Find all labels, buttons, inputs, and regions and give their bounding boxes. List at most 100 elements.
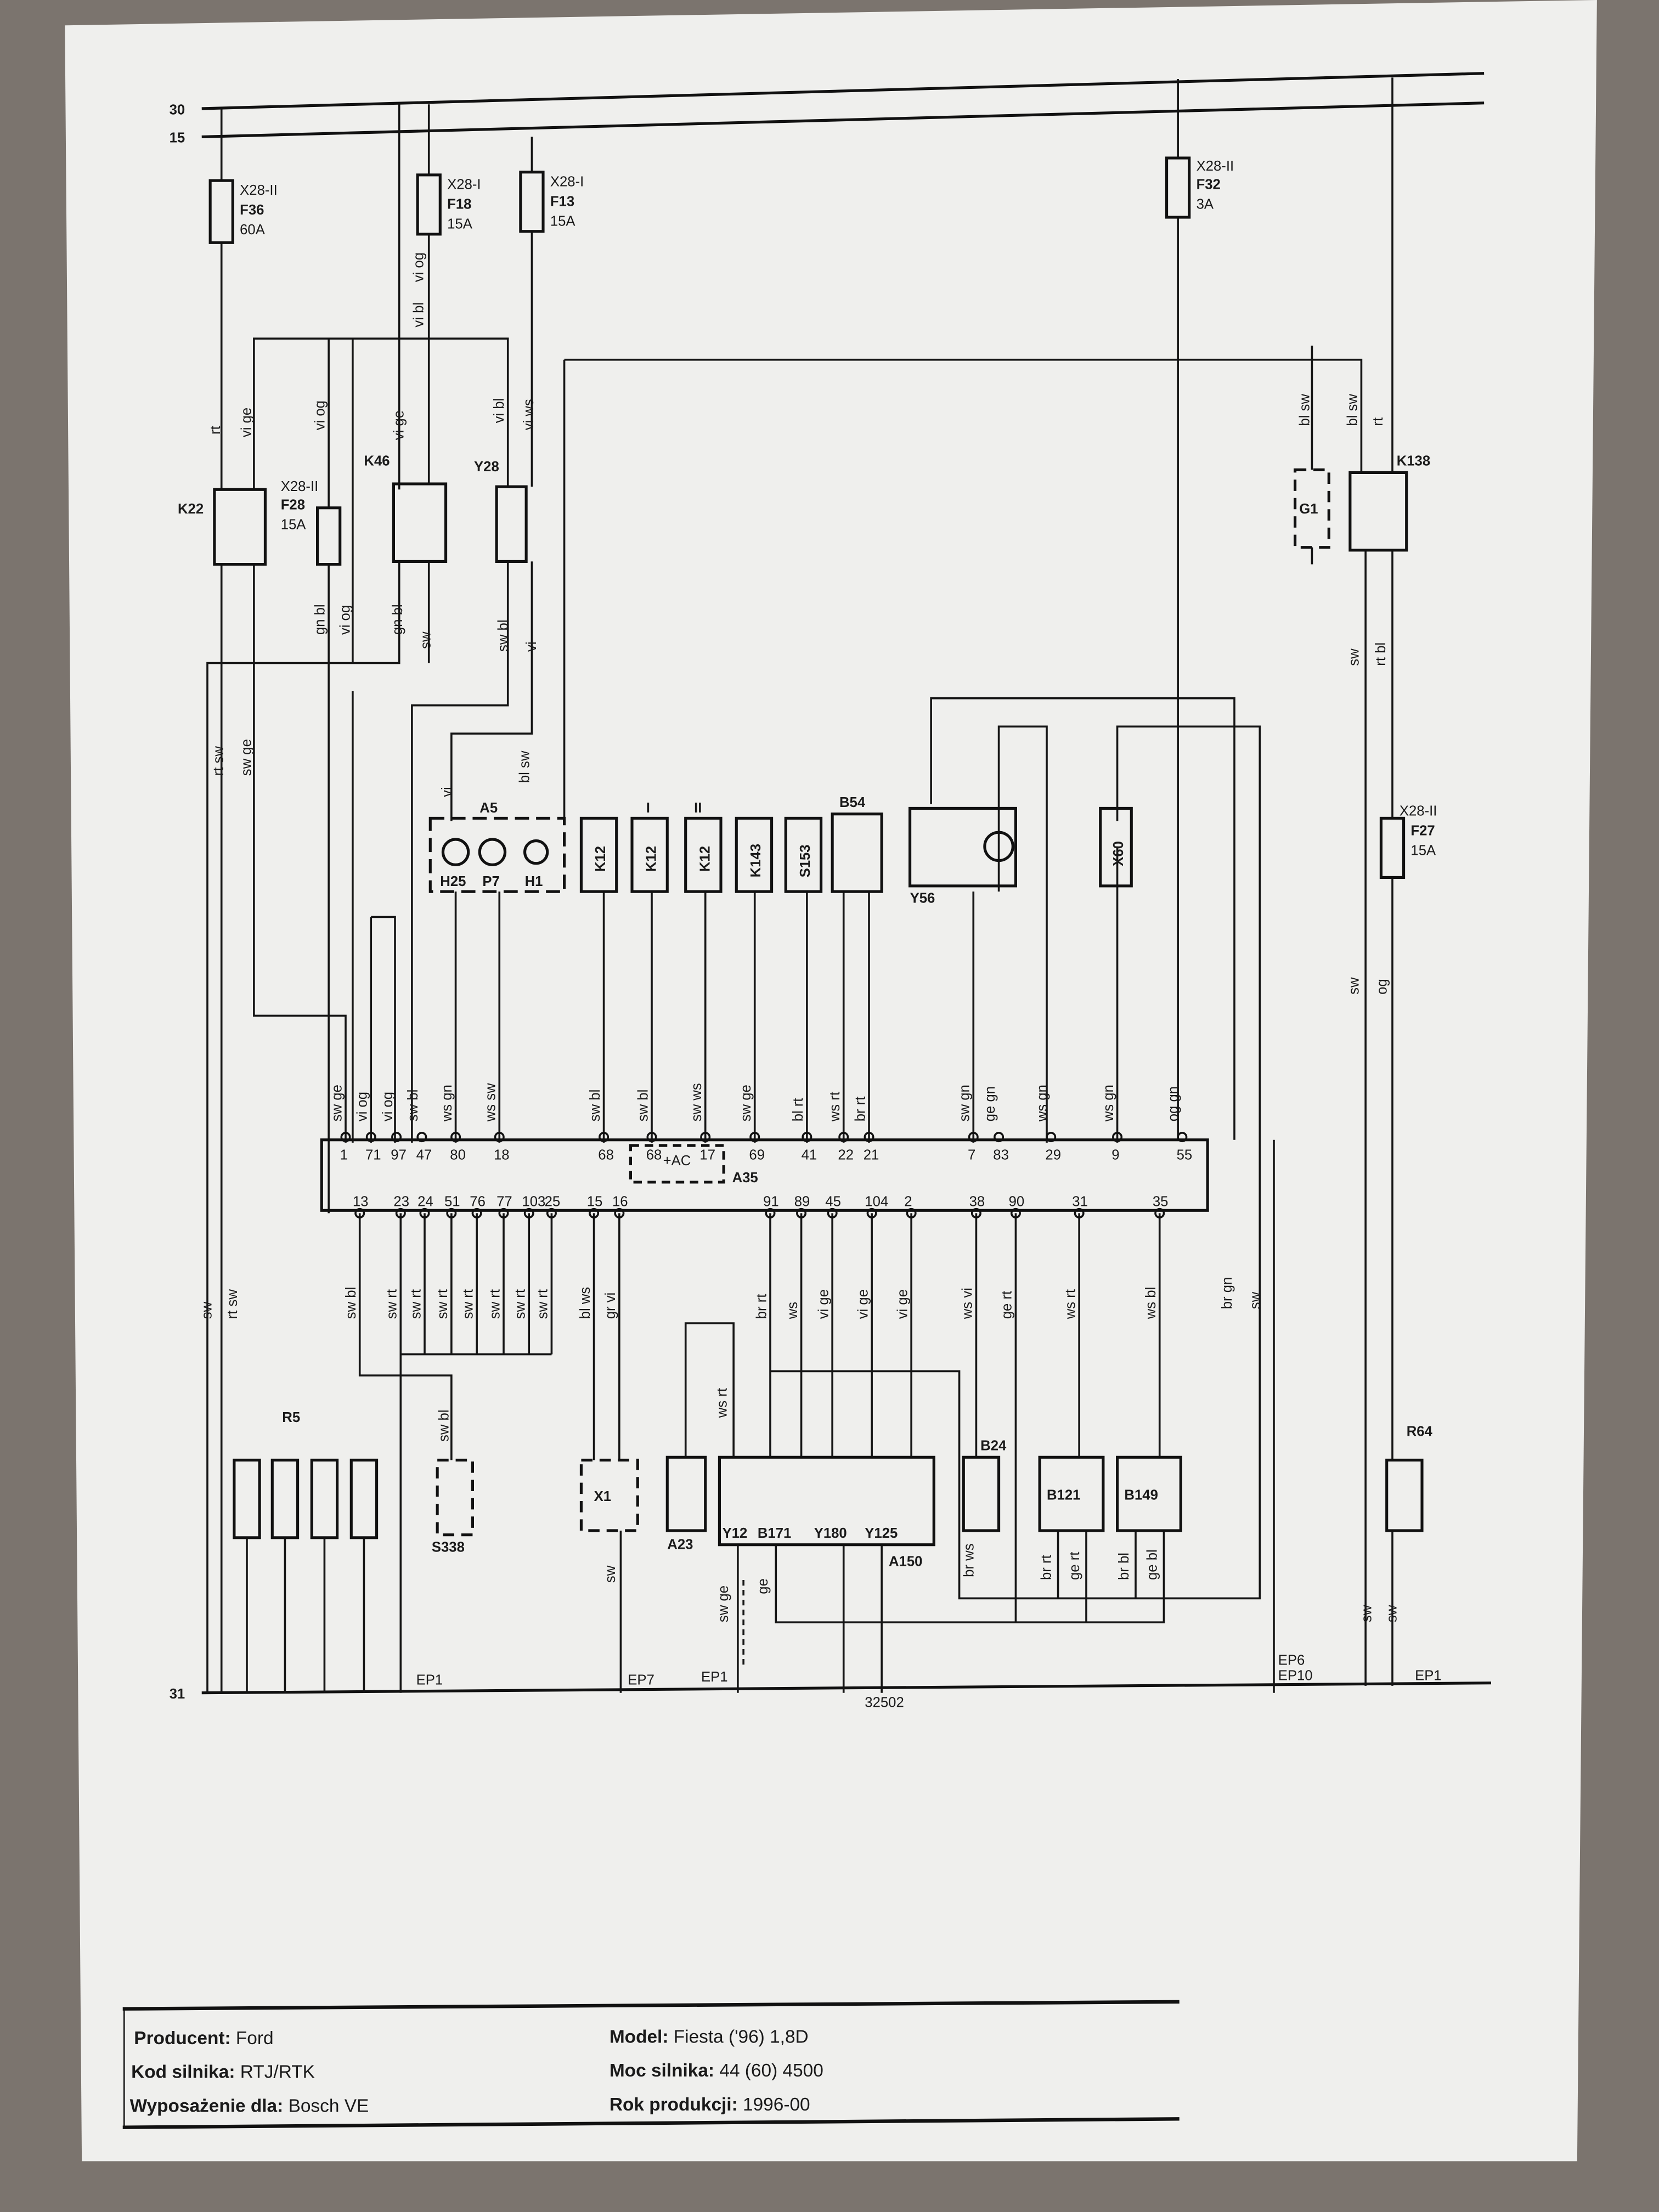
valve-y28-label: Y28 <box>474 459 499 475</box>
bus-31-label: 31 <box>170 1686 185 1702</box>
relay-k138-label: K138 <box>1397 454 1430 469</box>
a35-top-pin-terminal <box>416 1132 427 1143</box>
wire-color-label: sw <box>418 631 433 649</box>
ecu-a35-box <box>320 1138 1209 1212</box>
wire-color-label: sw <box>1346 648 1362 666</box>
relay-k143-box <box>735 816 774 893</box>
lamp-h1-icon <box>523 839 549 865</box>
wire-color-label: sw <box>603 1565 618 1583</box>
a35-top-wire-color: sw gn <box>957 1085 973 1121</box>
a35-top-pin-terminal <box>1177 1132 1188 1143</box>
model-value: Fiesta ('96) 1,8D <box>674 2027 809 2047</box>
wire-color-label: br bl <box>1116 1553 1132 1580</box>
a35-bottom-pin-number: 13 <box>353 1194 369 1210</box>
a35-top-wire-color: ws gn <box>439 1085 455 1122</box>
a35-bottom-pin-number: 103 <box>522 1194 545 1210</box>
a35-bottom-pin-terminal <box>1010 1207 1021 1218</box>
a35-bottom-pin-terminal <box>498 1207 509 1218</box>
wire-color-label: bl sw <box>1297 394 1312 426</box>
b171-label: B171 <box>758 1526 791 1541</box>
relays: K22 K46 Y28 G1 K138 <box>178 454 1430 566</box>
a35-bottom-wire-color: vi ge <box>816 1289 831 1319</box>
a35-top-wire-color: sw ws <box>689 1083 704 1121</box>
a35-bottom-pin-number: 77 <box>496 1194 512 1210</box>
a35-top-pin-terminal <box>802 1132 812 1143</box>
k12-ii-roman: II <box>694 800 702 816</box>
a35-bottom-pin-number: 24 <box>417 1194 433 1210</box>
power-label: Moc silnika: <box>610 2061 714 2081</box>
a35-top-pin-terminal <box>391 1132 402 1143</box>
a35-bottom-pin-terminal <box>906 1207 917 1218</box>
a35-bottom-wire-color: vi ge <box>855 1289 871 1319</box>
fuse-f36-rating: 60A <box>240 222 266 238</box>
wires <box>206 77 1393 1693</box>
fuse-f36-loc: X28-II <box>240 183 278 198</box>
y180-label: Y180 <box>814 1526 847 1541</box>
relay-k46-icon <box>392 482 448 563</box>
a35-bottom-wire-color: sw rt <box>513 1289 528 1319</box>
a35-bottom-wire-color: sw rt <box>487 1289 503 1319</box>
engine-code-label: Kod silnika: <box>131 2062 235 2083</box>
resistor-r5-2 <box>270 1458 300 1539</box>
model-label: Model: <box>610 2027 669 2047</box>
r5-label: R5 <box>282 1410 300 1425</box>
a35-top-pin-number: 9 <box>1111 1148 1119 1163</box>
a35-top-wire-color: ge gn <box>983 1086 998 1121</box>
a35-bottom-pin-terminal <box>1074 1207 1085 1218</box>
motor-icon <box>983 831 1014 862</box>
gauge-p7-icon <box>478 838 507 866</box>
a35-top-pin-number: 17 <box>699 1148 715 1163</box>
a35-bottom-pin-number: 76 <box>470 1194 486 1210</box>
sensor-b121-box <box>1038 1455 1105 1532</box>
svg-text:Producent: Ford: Producent: Ford <box>134 2028 273 2049</box>
a35-top-pin-terminal <box>365 1132 376 1143</box>
fuse-f32-rating: 3A <box>1197 197 1214 212</box>
producer-value: Ford <box>236 2028 274 2049</box>
svg-text:Wyposażenie dla: Bosch VE: Wyposażenie dla: Bosch VE <box>130 2096 369 2116</box>
wire-color-label: vi ge <box>239 408 255 437</box>
a35-top-pin-number: 18 <box>494 1148 510 1163</box>
resistor-r5-1 <box>233 1458 261 1539</box>
relay-k12-ii-box <box>684 816 723 893</box>
svg-text:Kod silnika: RTJ/RTK: Kod silnika: RTJ/RTK <box>131 2062 315 2083</box>
a35-top-wire-color: ws sw <box>483 1083 499 1122</box>
engine-code-value: RTJ/RTK <box>240 2062 315 2083</box>
p7-label: P7 <box>482 874 499 889</box>
a35-bottom-wire-color: sw rt <box>435 1289 450 1319</box>
title-block: Producent: Ford Kod silnika: RTJ/RTK Wyp… <box>122 2000 1180 2129</box>
fuse-f18-loc: X28-I <box>447 177 481 193</box>
a35-bottom-wire-color: sw rt <box>535 1289 551 1319</box>
a35-bottom-pin-terminal <box>827 1207 838 1218</box>
a35-bottom-pin-terminal <box>970 1207 981 1218</box>
k12-label: K12 <box>593 846 608 872</box>
a35-top-wire-color: sw ge <box>738 1085 754 1121</box>
wire-color-label: vi ge <box>391 410 407 440</box>
a35-bottom-pin-terminal <box>614 1207 625 1218</box>
relay-k12-i-box <box>630 816 669 893</box>
a35-bottom-pin-terminal <box>1154 1207 1165 1218</box>
fuse-f27-id: F27 <box>1410 823 1435 838</box>
a35-top-pin-number: 83 <box>993 1148 1009 1163</box>
a35-top-pin-number: 97 <box>391 1148 407 1163</box>
fuse-f18-id: F18 <box>447 197 471 212</box>
a35-top-wire-color: sw bl <box>588 1090 603 1122</box>
a35-top-pin-terminal <box>968 1132 979 1143</box>
a35-bottom-pin-terminal <box>866 1207 877 1218</box>
sensor-row: A5 H25 P7 H1 K12 K12 I K12 II K143 S153 … <box>428 795 1133 906</box>
year-value: 1996-00 <box>743 2095 810 2115</box>
a35-bottom-pin-number: 15 <box>587 1194 603 1210</box>
wire-color-label: bl sw <box>1345 394 1361 426</box>
wire-color-label: sw <box>200 1301 215 1319</box>
ground-ep10: EP10 <box>1278 1668 1313 1684</box>
a35-top-pin-terminal <box>838 1132 849 1143</box>
a35-top-wire-color: og gn <box>1166 1086 1181 1121</box>
wire-color-label: br gn <box>1220 1277 1235 1310</box>
wire-color-label: sw ge <box>716 1585 731 1622</box>
wire-color-label: og <box>1375 979 1390 995</box>
paper-sheet <box>65 0 1597 2162</box>
a35-top-wire-color: bl rt <box>791 1098 806 1121</box>
fuse-f13-rating: 15A <box>550 213 576 229</box>
relay-k12-box <box>579 816 618 893</box>
